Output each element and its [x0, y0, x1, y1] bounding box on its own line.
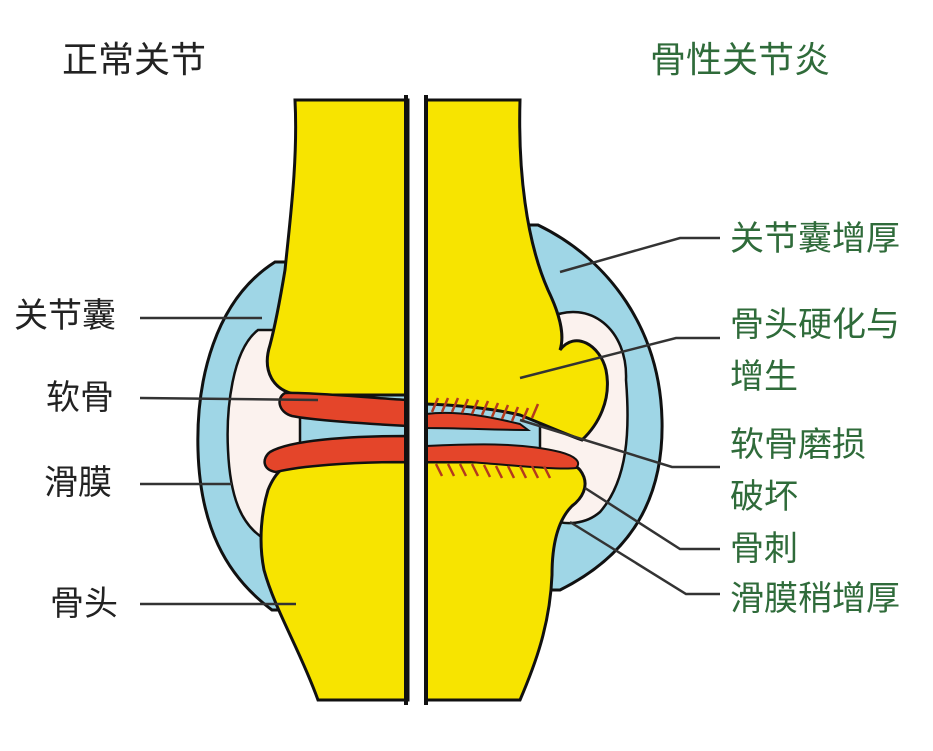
normal-lower-bone — [259, 460, 410, 702]
label-cartilage-wear-line2: 破坏 — [730, 477, 798, 517]
leader-capsule-thickening — [559, 236, 720, 274]
label-synovium: 滑膜 — [44, 463, 112, 503]
label-bone: 骨头 — [50, 584, 118, 624]
leader-lines — [139, 236, 720, 606]
oa-upper-cartilage — [425, 411, 532, 432]
title-osteoarthritis: 骨性关节炎 — [650, 40, 830, 81]
center-divider-left — [404, 95, 408, 705]
leader-bone-sclerosis — [519, 336, 720, 380]
leader-synovium-thickening — [569, 520, 720, 596]
label-synovium-thickening: 滑膜稍增厚 — [730, 579, 900, 619]
normal-lower-cartilage — [263, 434, 410, 474]
oa-upper-bone — [424, 98, 609, 442]
title-normal-joint: 正常关节 — [62, 40, 206, 81]
osteoarthritis-joint — [424, 98, 664, 702]
oa-lower-cartilage — [425, 443, 580, 470]
oa-sclerosis-hatching-upper — [430, 397, 540, 423]
leader-osteophyte — [584, 486, 720, 551]
label-capsule-thickening: 关节囊增厚 — [730, 219, 900, 259]
leader-cartilage — [139, 396, 319, 402]
label-bone-sclerosis-line1: 骨头硬化与 — [730, 305, 900, 345]
normal-upper-bone — [265, 98, 410, 397]
label-capsule: 关节囊 — [14, 296, 116, 336]
center-divider-right — [424, 95, 428, 705]
leader-cartilage-wear — [519, 418, 720, 469]
label-cartilage: 软骨 — [46, 378, 114, 418]
label-cartilage-wear-line1: 软骨磨损 — [730, 425, 866, 465]
label-bone-sclerosis-line2: 增生 — [730, 357, 798, 397]
label-osteophyte: 骨刺 — [730, 529, 798, 569]
oa-sclerosis-hatching-lower — [434, 463, 552, 479]
